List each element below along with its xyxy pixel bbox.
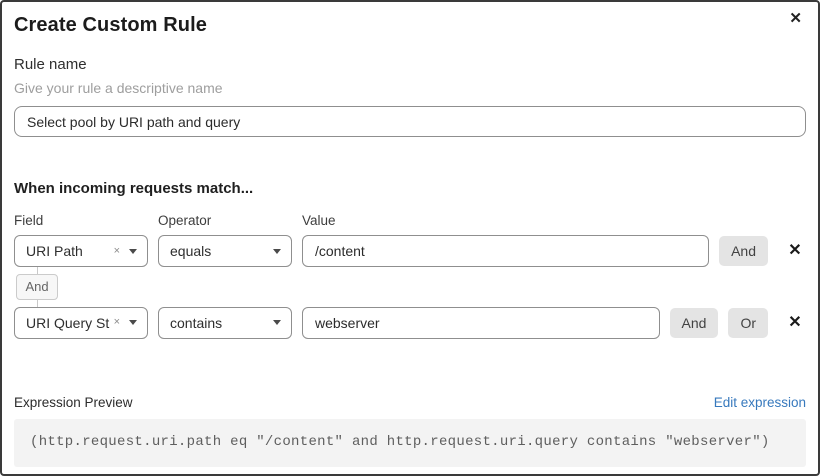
clear-field-icon[interactable]: × (113, 316, 120, 329)
condition-row: URI Query St... × contains And Or ✕ (14, 306, 806, 339)
or-button[interactable]: Or (728, 307, 768, 338)
operator-select-value: contains (170, 314, 223, 331)
connector-line (36, 299, 38, 307)
condition-row: URI Path × equals And ✕ (14, 235, 806, 267)
remove-condition-icon[interactable]: ✕ (788, 313, 802, 331)
field-column-label: Field (14, 213, 44, 228)
edit-expression-link[interactable]: Edit expression (713, 394, 806, 410)
field-select-value: URI Path (26, 243, 83, 259)
operator-column-label: Operator (158, 213, 212, 228)
expression-header: Expression Preview Edit expression (14, 395, 806, 410)
expression-preview-section: Expression Preview Edit expression (http… (14, 395, 806, 467)
operator-select[interactable]: contains (158, 306, 292, 339)
value-input[interactable] (302, 306, 660, 339)
rule-name-label: Rule name (14, 56, 87, 73)
field-select[interactable]: URI Query St... × (14, 306, 148, 339)
rule-name-input[interactable] (14, 106, 806, 137)
chevron-down-icon[interactable] (129, 248, 137, 254)
field-select[interactable]: URI Path × (14, 235, 148, 267)
chevron-down-icon[interactable] (129, 320, 137, 326)
and-connector: And (16, 267, 58, 307)
rule-name-hint: Give your rule a descriptive name (14, 80, 223, 96)
operator-select[interactable]: equals (158, 235, 292, 267)
and-button[interactable]: And (669, 307, 719, 338)
chevron-down-icon[interactable] (273, 248, 281, 254)
value-input[interactable] (302, 235, 710, 267)
chevron-down-icon[interactable] (273, 320, 281, 326)
page-title: Create Custom Rule (14, 14, 207, 36)
condition-column-labels: Field Operator Value (14, 213, 806, 228)
operator-select-value: equals (170, 243, 212, 259)
and-button[interactable]: And (719, 236, 768, 266)
close-icon[interactable]: ✕ (789, 10, 802, 27)
remove-condition-icon[interactable]: ✕ (788, 242, 802, 259)
clear-field-icon[interactable]: × (113, 244, 120, 257)
value-column-label: Value (302, 213, 336, 228)
field-select-value: URI Query St... (26, 314, 110, 331)
expression-preview-label: Expression Preview (14, 394, 133, 410)
expression-code: (http.request.uri.path eq "/content" and… (14, 418, 806, 467)
match-heading: When incoming requests match... (14, 180, 254, 197)
connector-line (36, 267, 38, 274)
and-connector-chip: And (16, 274, 58, 300)
